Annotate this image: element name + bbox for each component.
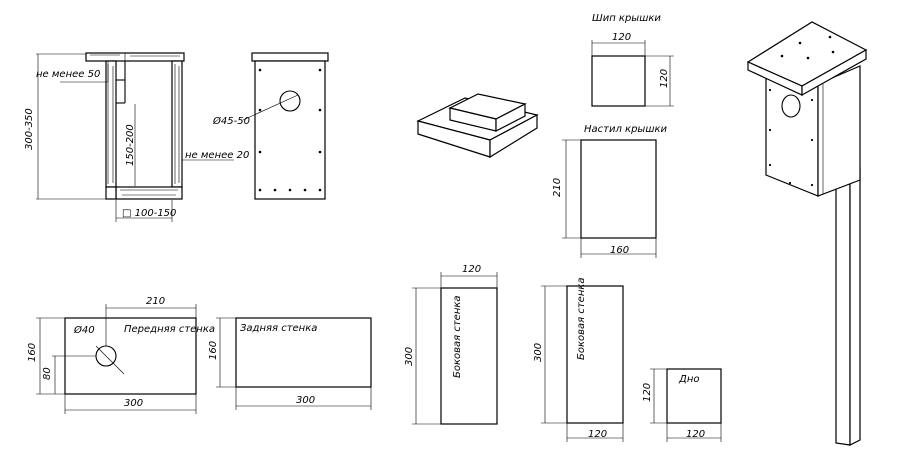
side-wall-2-height: 300 <box>533 343 544 362</box>
side-wall-1-height: 300 <box>404 347 415 366</box>
min-50-label: не менее 50 <box>36 69 100 80</box>
back-wall-title: Задняя стенка <box>240 323 317 334</box>
section-roof <box>85 52 185 62</box>
front-wall-hole-offset: 210 <box>146 296 165 307</box>
min-20-label: не менее 20 <box>185 150 249 161</box>
front-wall-hole-label: Ø40 <box>73 324 95 336</box>
section-bottom <box>115 186 183 200</box>
lid-isometric <box>416 93 539 159</box>
bottom-part: Дно 120 120 <box>642 368 722 442</box>
front-view-hole <box>279 90 301 112</box>
lid-board-part: Настил крышки 210 160 <box>552 124 668 258</box>
lid-spike-width: 120 <box>612 32 631 43</box>
lid-board-height: 210 <box>552 178 563 197</box>
bottom-title: Дно <box>678 374 699 385</box>
lid-spike-height: 120 <box>659 69 670 88</box>
birdhouse-3d <box>746 21 868 446</box>
section-left-wall <box>105 60 117 188</box>
bottom-rect <box>666 368 722 424</box>
front-wall-hole-height: 80 <box>42 367 53 380</box>
front-wall-width: 300 <box>124 398 143 409</box>
section-right-wall <box>171 60 183 188</box>
birdhouse-front-face <box>765 74 819 197</box>
lid-spike-title: Шип крышки <box>592 13 661 24</box>
side-wall-1-rect <box>440 287 498 425</box>
height-range-label: 300-350 <box>24 108 35 150</box>
birdhouse-hole <box>781 94 801 118</box>
bottom-width: 120 <box>686 429 705 440</box>
lid-spike-rect <box>591 55 646 107</box>
inner-range-label: 150-200 <box>125 124 136 166</box>
birdhouse-post <box>835 169 851 446</box>
side-wall-2-rect <box>566 285 624 424</box>
lid-board-title: Настил крышки <box>584 124 668 135</box>
front-wall-height: 160 <box>27 343 38 362</box>
front-view: Ø45-50 <box>212 52 329 200</box>
front-view-body <box>254 60 326 200</box>
section-view: не менее 50 300-350 150-200 не менее 20 … <box>24 52 249 222</box>
front-hole-label: Ø45-50 <box>212 115 250 127</box>
lid-spike-part: Шип крышки 120 120 <box>591 13 674 107</box>
back-wall-rect <box>235 317 372 388</box>
side-wall-2-title: Боковая стенка <box>576 277 587 360</box>
front-wall-part: Передняя стенка Ø40 210 160 80 300 <box>27 296 215 414</box>
front-wall-title: Передняя стенка <box>124 324 215 335</box>
back-wall-width: 300 <box>296 395 315 406</box>
back-wall-height: 160 <box>208 341 219 360</box>
side-wall-2-width: 120 <box>588 429 607 440</box>
side-wall-1-title: Боковая стенка <box>452 295 463 378</box>
side-wall-2-part: 300 Боковая стенка 120 <box>533 277 624 442</box>
side-wall-1-part: 120 300 Боковая стенка <box>404 264 498 425</box>
floor-range-label: □ 100-150 <box>122 208 176 219</box>
bottom-height: 120 <box>642 383 653 402</box>
front-view-roof <box>251 52 329 62</box>
side-wall-1-width: 120 <box>462 264 481 275</box>
lid-board-width: 160 <box>610 245 629 256</box>
lid-board-rect <box>580 139 657 239</box>
back-wall-part: Задняя стенка 160 300 <box>208 317 372 410</box>
